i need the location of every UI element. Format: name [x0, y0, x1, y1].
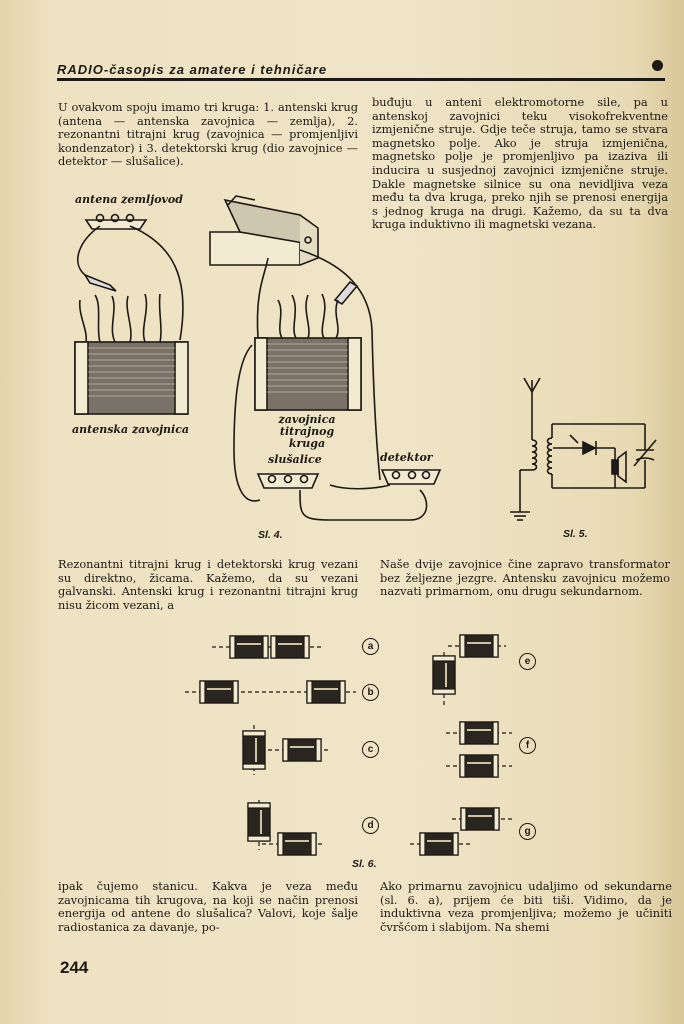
running-header: RADIO-časopis za amatere i tehničare: [57, 62, 328, 77]
fig6-label-b: b: [362, 684, 379, 701]
label-zavojnica-titrajnog-kruga: zavojnica titrajnog kruga: [278, 413, 336, 450]
fig6-label-a: a: [362, 638, 379, 655]
fig5-caption: Sl. 5.: [563, 528, 588, 540]
text-col2-mid: Naše dvije zavojnice čine zapravo transf…: [380, 557, 670, 599]
fig4-caption: Sl. 4.: [258, 529, 283, 541]
fig6-label-c: c: [362, 741, 379, 758]
label-detektor: detektor: [380, 451, 433, 464]
fig6-label-f: f: [519, 737, 536, 754]
label-antena-zemljovod: antena zemljovod: [75, 193, 183, 206]
fig6-label-g: g: [519, 823, 536, 840]
fig6-label-d: d: [362, 817, 379, 834]
page-number: 244: [60, 958, 89, 977]
header-dot: [652, 60, 663, 71]
text-col2-bottom: Ako primarnu zavojnicu udaljimo od sekun…: [380, 879, 672, 934]
text-col1-mid: Rezonantni titrajni krug i detektorski k…: [58, 557, 358, 612]
text-col1-bottom: ipak čujemo stanicu. Kakva je veza među …: [58, 879, 358, 934]
text-col1-top: U ovakvom spoju imamo tri kruga: 1. ante…: [58, 100, 358, 169]
fig6-label-e: e: [519, 653, 536, 670]
label-antenska-zavojnica: antenska zavojnica: [72, 423, 190, 436]
text-col2-top: buđuju u anteni elektromotorne sile, pa …: [372, 95, 668, 232]
label-slusalice: slušalice: [268, 453, 322, 466]
fig6-caption: Sl. 6.: [352, 858, 377, 870]
header-rule: [57, 78, 665, 81]
